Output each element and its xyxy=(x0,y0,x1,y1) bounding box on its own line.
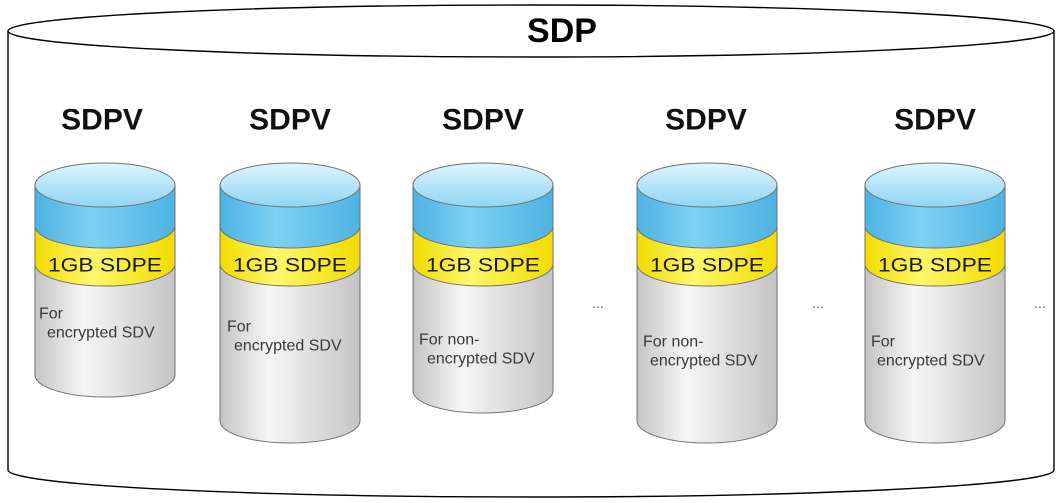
sdpv-usage-text: encrypted SDV xyxy=(877,353,985,370)
sdpv-top-face xyxy=(864,162,1006,208)
sdpe-extent-label: 1GB SDPE xyxy=(48,256,162,277)
sdpv-label: SDPV xyxy=(61,104,143,137)
sdpv-label: SDPV xyxy=(249,104,331,137)
sdp-pool-label: SDP xyxy=(527,12,597,50)
sdpe-extent-label: 1GB SDPE xyxy=(878,256,992,277)
sdpe-extent-label: 1GB SDPE xyxy=(650,256,764,277)
sdpv-volume: SDPV 1GB SDPE For encrypted SDV xyxy=(219,104,361,444)
sdpv-top-face xyxy=(219,162,361,208)
sdpv-top-face xyxy=(636,162,778,208)
sdpv-label: SDPV xyxy=(442,104,524,137)
sdpv-volume: SDPV 1GB SDPE For encrypted SDV xyxy=(34,104,176,398)
sdpv-usage-text: encrypted SDV xyxy=(47,325,155,342)
sdpv-usage-text: For non- xyxy=(643,334,703,351)
sdpv-cylinder xyxy=(864,162,1006,444)
sdpv-cylinder xyxy=(636,162,778,444)
sdpv-top-face xyxy=(412,162,554,208)
continuation-marks: ......... xyxy=(592,295,1046,311)
sdpv-usage-text: For non- xyxy=(419,332,479,349)
sdpe-extent-label: 1GB SDPE xyxy=(233,256,347,277)
more-volumes-ellipsis: ... xyxy=(1034,295,1046,311)
sdpv-volumes: SDPV 1GB SDPE For encrypted SDV SDPV 1GB SDPE… xyxy=(34,104,1006,444)
sdpv-volume: SDPV 1GB SDPE For non-encrypted SDV xyxy=(412,104,554,414)
sdpv-cylinder xyxy=(219,162,361,444)
sdpv-usage-text: encrypted SDV xyxy=(650,353,758,370)
sdpv-usage-text: For xyxy=(871,334,896,351)
sdpv-cylinder xyxy=(34,162,176,398)
sdpv-top-face xyxy=(34,162,176,208)
sdpe-extent-label: 1GB SDPE xyxy=(426,256,540,277)
sdpv-usage-text: encrypted SDV xyxy=(427,351,535,368)
sdpv-usage-text: For xyxy=(227,319,252,336)
sdpv-usage-text: For xyxy=(39,306,64,323)
sdpv-usage-text: encrypted SDV xyxy=(234,338,342,355)
sdpv-label: SDPV xyxy=(665,104,747,137)
sdpv-volume: SDPV 1GB SDPE For non-encrypted SDV xyxy=(636,104,778,444)
sdpv-volume: SDPV 1GB SDPE For encrypted SDV xyxy=(864,104,1006,444)
more-volumes-ellipsis: ... xyxy=(812,295,824,311)
sdpv-cylinder xyxy=(412,162,554,414)
sdpv-label: SDPV xyxy=(894,104,976,137)
sdp-pool-top xyxy=(7,4,1055,58)
more-volumes-ellipsis: ... xyxy=(592,295,604,311)
